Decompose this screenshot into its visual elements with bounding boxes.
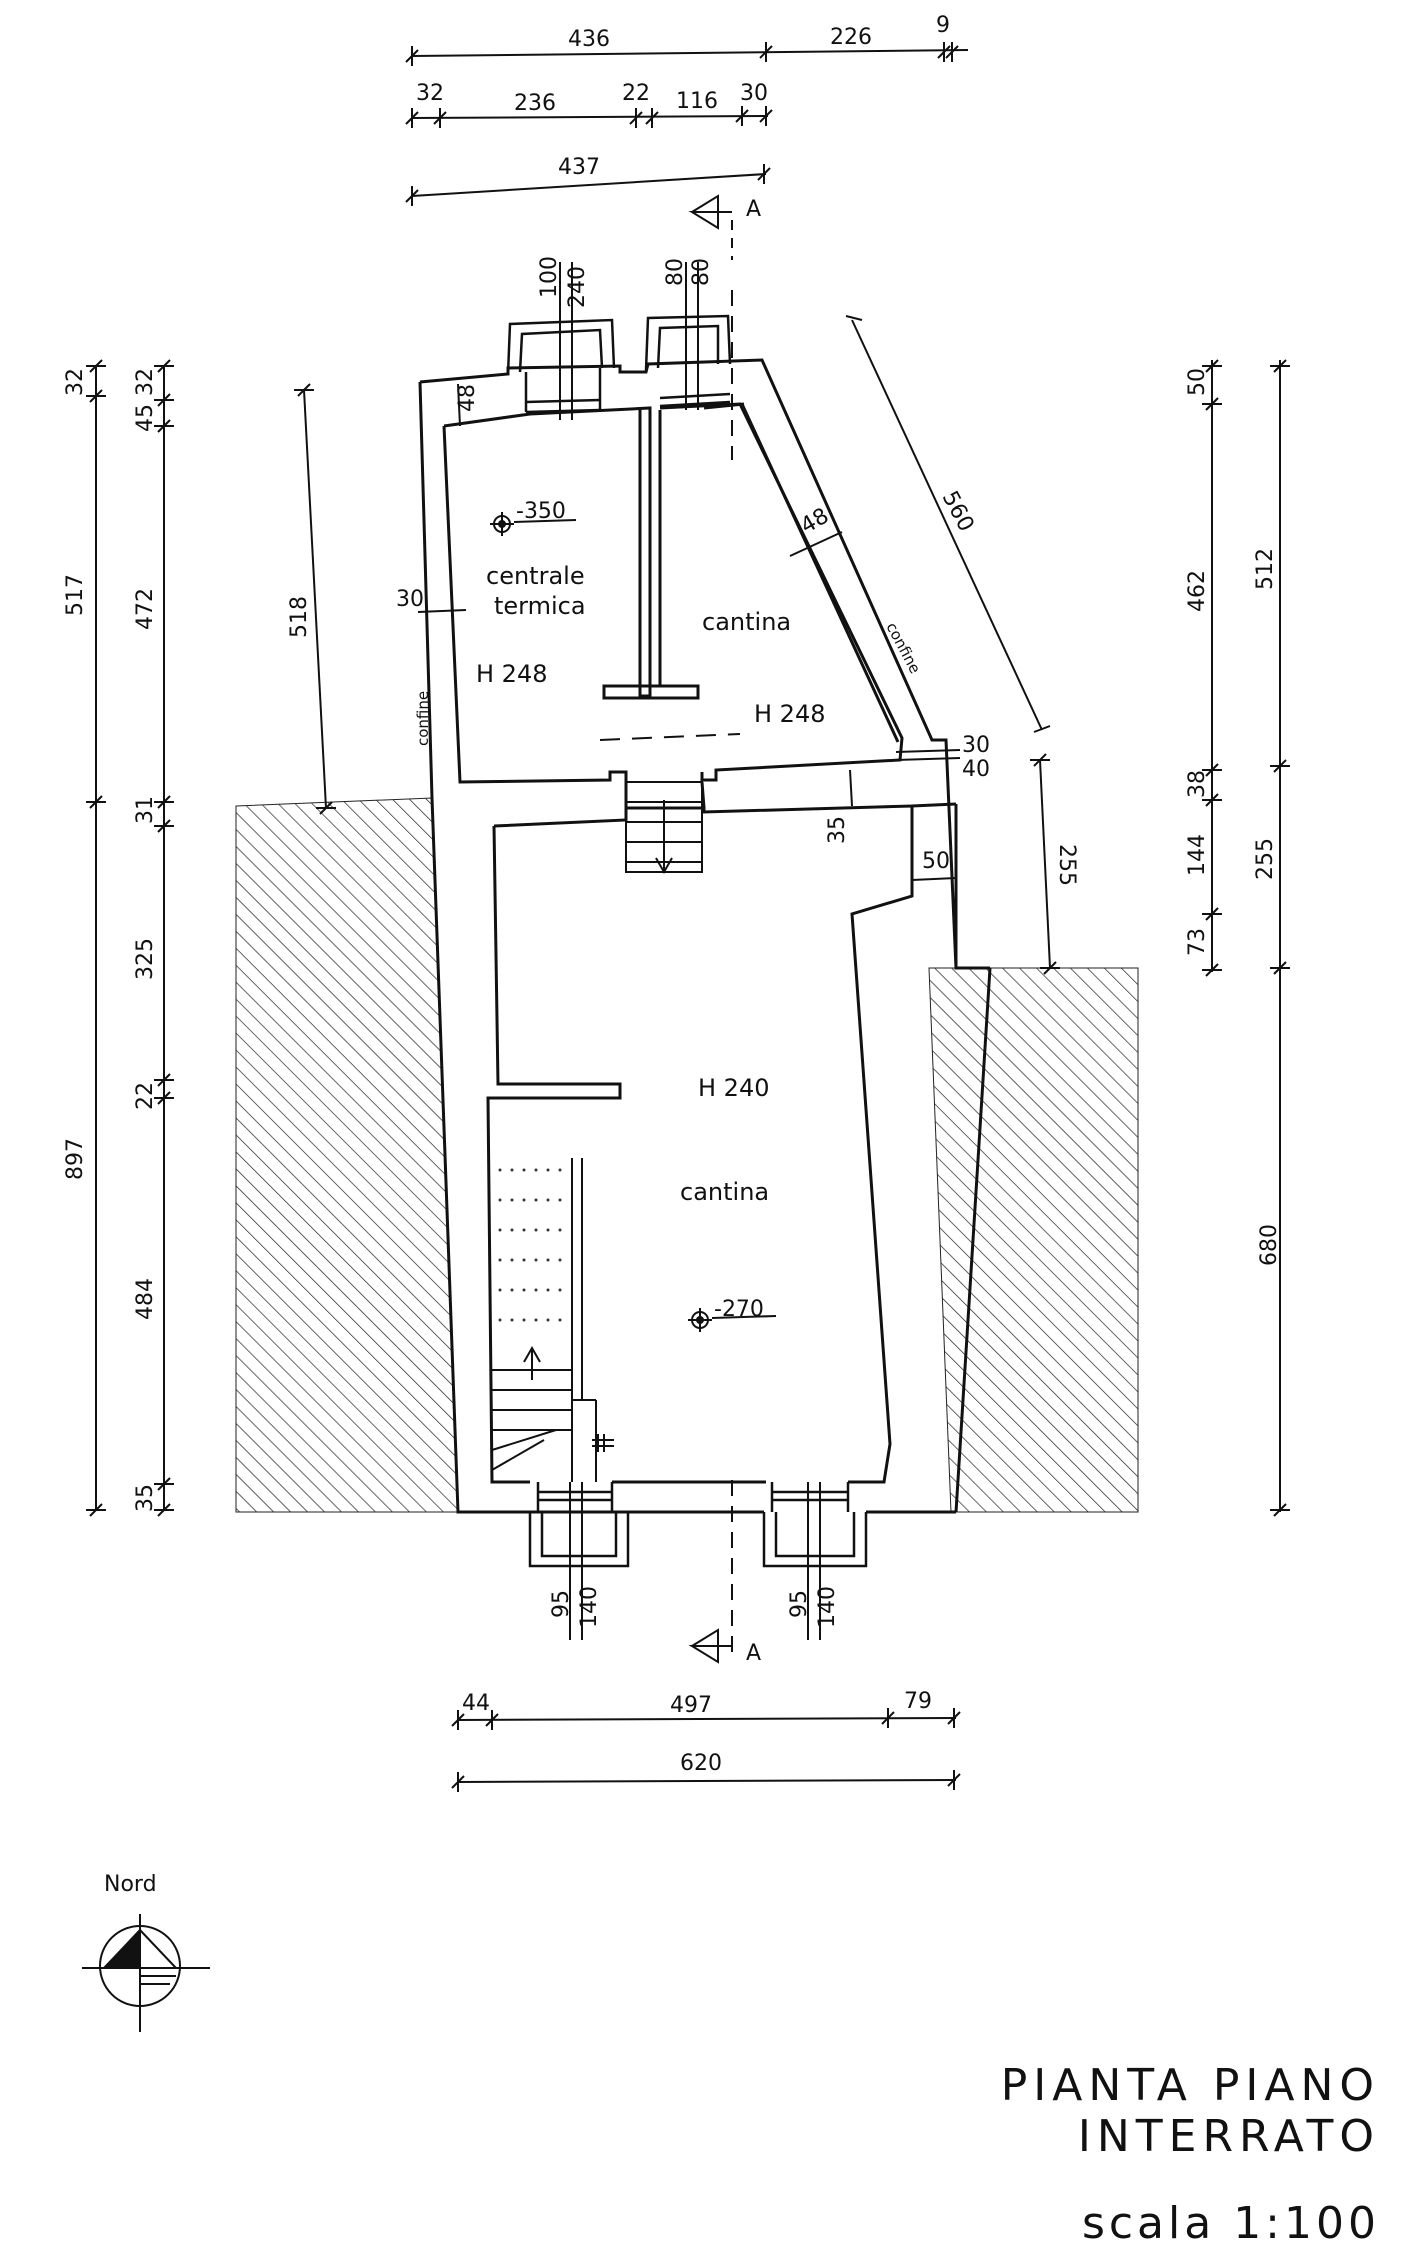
dim-top3-437: 437	[558, 155, 600, 180]
dim-bw-140b: 140	[815, 1586, 840, 1628]
dim-bottom-497: 497	[670, 1693, 712, 1718]
outer-walls	[418, 358, 992, 1514]
room-height-upper-right: H 248	[754, 700, 825, 728]
dim-left-35: 35	[133, 1484, 158, 1512]
section-line-a	[599, 194, 741, 1664]
light-well-bottom-right	[762, 1482, 868, 1568]
dim-left-325: 325	[133, 938, 158, 980]
dim-right-50-mid: 50	[922, 849, 950, 874]
light-well-top-right	[644, 314, 732, 408]
drawing-scale: scala 1:100	[1081, 2198, 1380, 2249]
dim-rc2-255: 255	[1253, 838, 1278, 880]
floor-plan-drawing: A A -350 -270 centrale termica H 248 can…	[63, 13, 1290, 2032]
dim-wall-30: 30	[396, 587, 424, 612]
level-upper: -350	[516, 499, 566, 524]
title-block: PIANTA PIANO INTERRATO scala 1:100	[700, 2060, 1380, 2249]
dim-top-436: 436	[568, 27, 610, 52]
level-lower: -270	[714, 1297, 764, 1322]
dim-top2-22: 22	[622, 81, 650, 106]
room-name-cantina-upper: cantina	[702, 608, 791, 636]
dim-window-100: 100	[537, 256, 562, 298]
dim-window-80b: 80	[689, 258, 714, 286]
dim-window-240: 240	[565, 266, 590, 308]
dim-518: 518	[287, 596, 312, 638]
dim-left-897: 897	[63, 1138, 88, 1180]
confine-label-right: confine	[882, 619, 924, 676]
dim-rc1-462: 462	[1185, 570, 1210, 612]
dim-top2-32: 32	[416, 81, 444, 106]
dim-rc1-144: 144	[1185, 834, 1210, 876]
dimension-lines	[86, 42, 1290, 1792]
stair-upper	[625, 781, 703, 875]
dim-left-22: 22	[133, 1082, 158, 1110]
dim-rc1-38: 38	[1185, 770, 1210, 798]
dim-bw-95b: 95	[787, 1590, 812, 1618]
dim-rc2-512: 512	[1253, 548, 1278, 590]
dim-rc1-50: 50	[1185, 368, 1210, 396]
dim-top-226: 226	[830, 25, 872, 50]
room-height-upper-left: H 248	[476, 660, 547, 688]
dim-left-45: 45	[133, 404, 158, 432]
dim-right-255a: 255	[1054, 844, 1079, 886]
light-well-bottom-left	[528, 1482, 630, 1568]
dim-top2-30: 30	[740, 81, 768, 106]
dim-left-484: 484	[133, 1278, 158, 1320]
dim-rc1-73: 73	[1185, 928, 1210, 956]
section-mark-top: A	[746, 197, 761, 222]
dim-bottom-79: 79	[904, 1689, 932, 1714]
dim-left-32: 32	[63, 368, 88, 396]
stair-lower	[491, 1158, 614, 1482]
dim-bottom-44: 44	[462, 1691, 490, 1716]
room-name-cantina-lower: cantina	[680, 1178, 769, 1206]
dim-560: 560	[937, 487, 979, 536]
room-name-termica: termica	[494, 592, 586, 620]
dim-left-31: 31	[133, 796, 158, 824]
stair-dots	[498, 1168, 562, 1322]
dim-window-80a: 80	[663, 258, 688, 286]
section-mark-bottom: A	[746, 1641, 761, 1666]
room-height-lower: H 240	[698, 1074, 769, 1102]
dim-bw-95a: 95	[549, 1590, 574, 1618]
dim-wall-48: 48	[455, 384, 480, 412]
dim-top-9: 9	[936, 13, 950, 38]
dim-right-30: 30	[962, 733, 990, 758]
confine-label-left: confine	[414, 691, 432, 746]
dim-right-40: 40	[962, 757, 990, 782]
dim-top2-116: 116	[676, 89, 718, 114]
dim-top2-236: 236	[514, 91, 556, 116]
lower-walls	[486, 781, 958, 1484]
dim-left-472: 472	[133, 588, 158, 630]
dim-bottom-620: 620	[680, 1751, 722, 1776]
dim-left-517: 517	[63, 574, 88, 616]
dim-left-32b: 32	[133, 368, 158, 396]
north-label: Nord	[104, 1872, 157, 1897]
room-name-centrale: centrale	[486, 562, 585, 590]
dim-rc2-680: 680	[1257, 1224, 1282, 1266]
hatched-ground-left	[235, 797, 459, 1513]
north-arrow-icon	[82, 1914, 210, 2032]
upper-inner-walls	[442, 402, 904, 784]
drawing-title: PIANTA PIANO INTERRATO	[1000, 2060, 1380, 2162]
dim-bw-140a: 140	[577, 1586, 602, 1628]
dim-right-35: 35	[825, 816, 850, 844]
